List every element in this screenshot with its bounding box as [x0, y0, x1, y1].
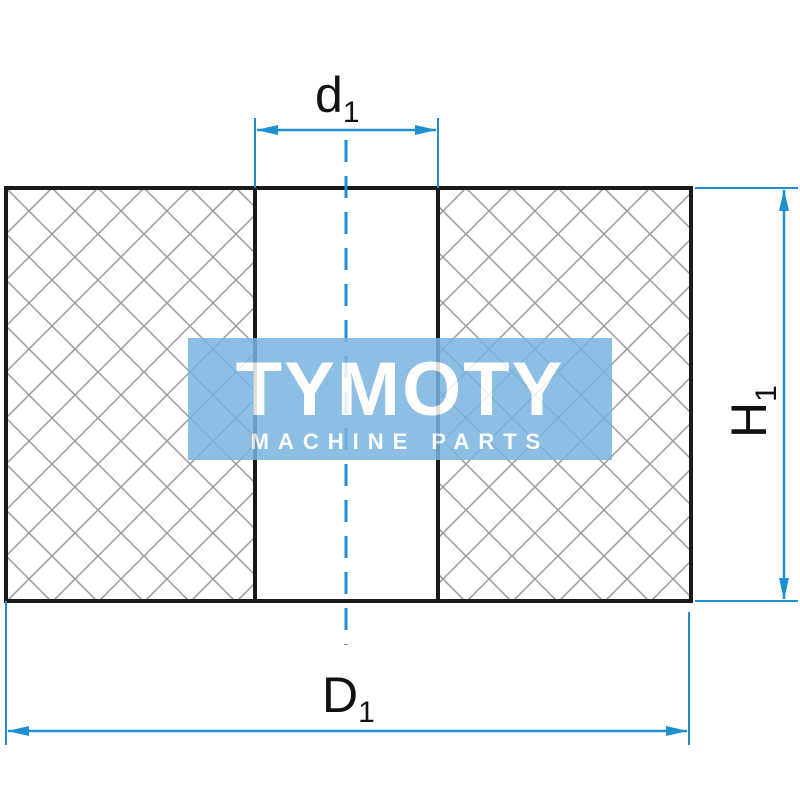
outer-diameter-dimension: D1: [5, 601, 690, 745]
d1-label: d1: [315, 67, 360, 129]
part-outline: [4, 186, 693, 603]
H1-label: H1: [721, 385, 783, 438]
height-dimension: H1: [695, 187, 798, 602]
watermark-background: [188, 338, 612, 460]
D1-label: D1: [322, 667, 375, 729]
watermark-brand: TYMOTY: [236, 347, 565, 432]
watermark: TYMOTY MACHINE PARTS: [188, 338, 612, 460]
inner-diameter-dimension: d1: [254, 67, 439, 188]
watermark-tagline: MACHINE PARTS: [251, 429, 550, 454]
